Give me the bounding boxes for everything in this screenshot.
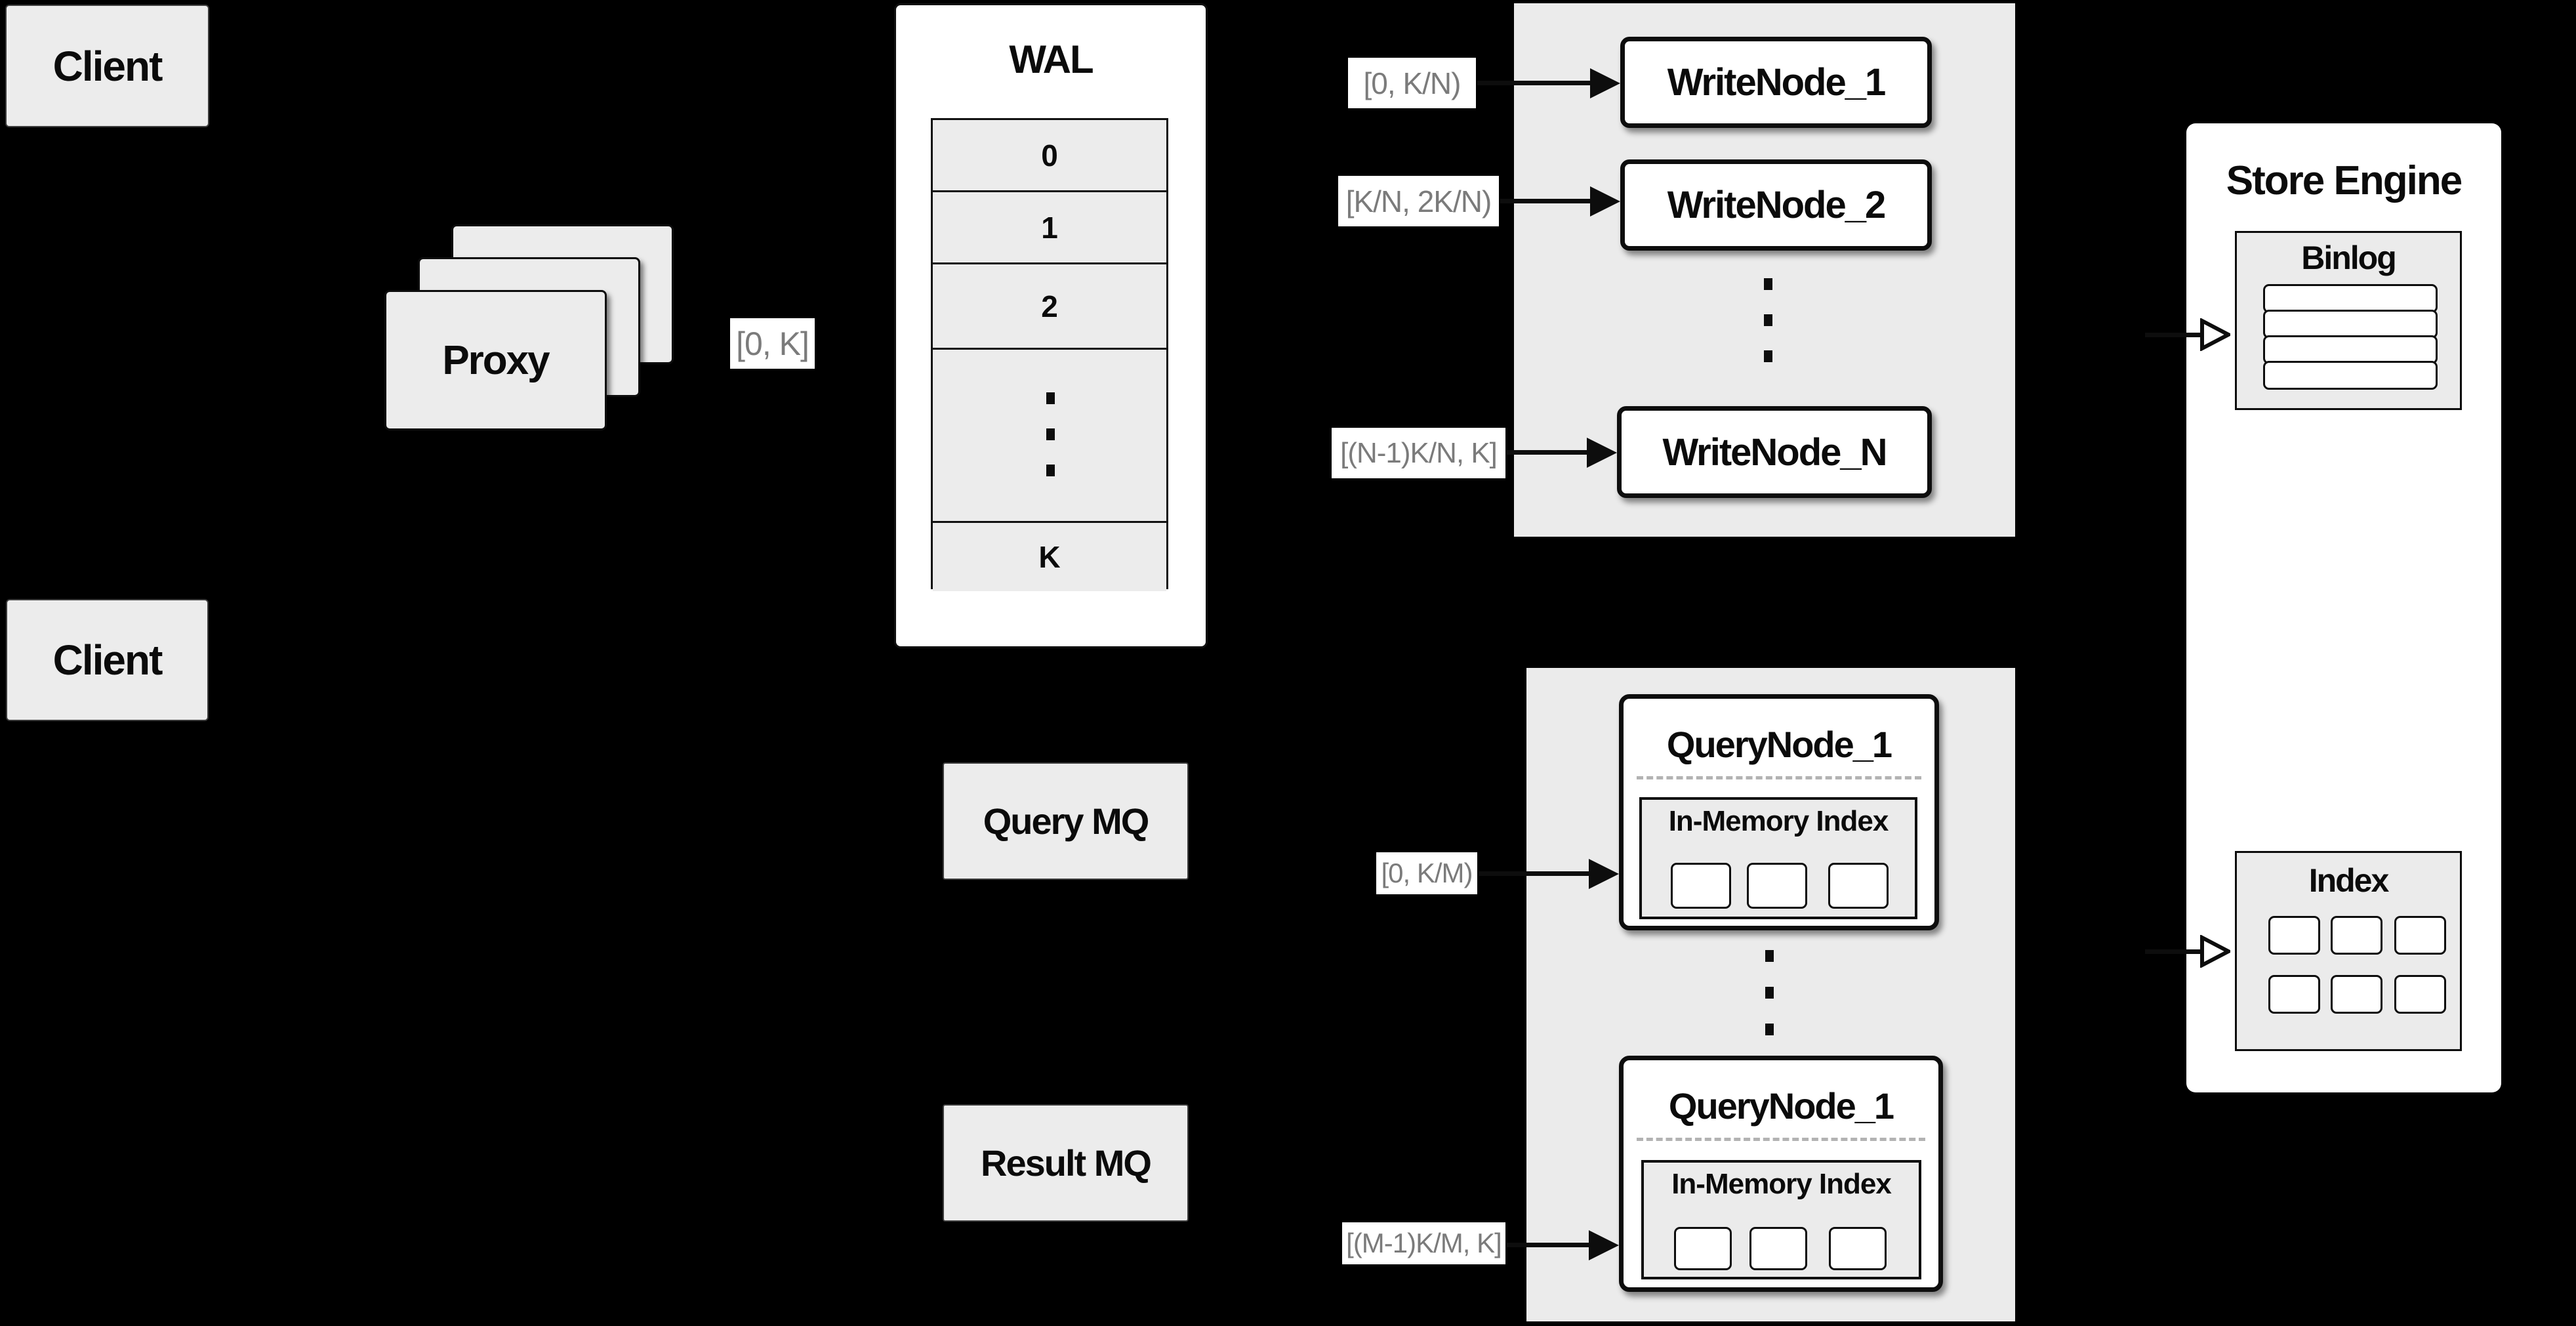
index-segment-cell (1828, 863, 1889, 909)
wal-row: 2 (933, 262, 1166, 348)
result-mq-label: Result MQ (981, 1142, 1152, 1184)
arrow-to-write-node-2 (1500, 186, 1620, 217)
wal-row: 0 (933, 120, 1166, 190)
arrow-to-write-node-1 (1477, 68, 1620, 98)
index-cell (2394, 975, 2446, 1014)
binlog-title: Binlog (2301, 239, 2397, 276)
binlog-row (2263, 310, 2438, 339)
wal-row-ellipsis (933, 348, 1166, 521)
arrow-to-binlog (2145, 318, 2230, 351)
result-mq-box: Result MQ (943, 1104, 1189, 1222)
query-node-2-box: QueryNode_1 In-Memory Index (1619, 1056, 1943, 1292)
write-node-n-box: WriteNode_N (1617, 406, 1932, 498)
dashed-divider (1637, 776, 1921, 779)
range-label-write-1: [0, K/N) (1348, 58, 1476, 108)
wal-row: 1 (933, 190, 1166, 262)
range-label-write-2: [K/N, 2K/N) (1338, 176, 1499, 226)
ellipsis-dot (1046, 465, 1055, 476)
index-segment-cell (1749, 1227, 1807, 1270)
range-label-query-2: [(M-1)K/M, K] (1342, 1222, 1505, 1264)
client-box-bottom: Client (6, 599, 209, 721)
index-segment-cell (1747, 863, 1807, 909)
index-title-wrap: Index (2237, 860, 2460, 901)
dashed-divider (1637, 1138, 1925, 1141)
query-node-1-title: QueryNode_1 (1666, 723, 1892, 765)
arrow-to-index (2145, 935, 2230, 968)
write-node-2-label: WriteNode_2 (1667, 184, 1886, 226)
index-segment-cell (1674, 1227, 1732, 1270)
in-memory-index-2-title: In-Memory Index (1671, 1168, 1892, 1200)
index-box: Index (2235, 851, 2462, 1051)
ellipsis-dot (1046, 392, 1055, 404)
query-node-1-box: QueryNode_1 In-Memory Index (1619, 694, 1939, 930)
arrow-to-query-node-2 (1507, 1230, 1619, 1260)
arrow-to-write-node-n (1506, 438, 1617, 468)
store-engine-title: Store Engine (2226, 157, 2463, 203)
index-segment-cell (1671, 863, 1731, 909)
wal-title-wrap: WAL (896, 33, 1206, 85)
binlog-row (2263, 284, 2438, 313)
query-node-2-title-wrap: QueryNode_1 (1624, 1077, 1938, 1134)
query-mq-label: Query MQ (983, 800, 1150, 842)
ellipsis-dot (1765, 950, 1774, 962)
client-bottom-label: Client (52, 636, 163, 684)
in-memory-index-box-2: In-Memory Index (1641, 1160, 1921, 1279)
range-label-query-1: [0, K/M) (1376, 852, 1477, 894)
query-node-1-title-wrap: QueryNode_1 (1624, 716, 1934, 772)
wal-row: K (933, 521, 1166, 591)
ellipsis-dot (1046, 428, 1055, 440)
store-engine-title-wrap: Store Engine (2186, 151, 2501, 210)
binlog-row (2263, 335, 2438, 364)
index-cell (2331, 916, 2382, 955)
proxy-label: Proxy (442, 337, 550, 383)
range-label-proxy-to-wal: [0, K] (730, 318, 815, 369)
wal-title: WAL (1009, 37, 1094, 81)
range-label-write-n: [(N-1)K/N, K] (1332, 428, 1505, 478)
index-cell (2268, 916, 2320, 955)
index-cell (2394, 916, 2446, 955)
write-node-1-label: WriteNode_1 (1667, 61, 1886, 104)
write-node-1-box: WriteNode_1 (1620, 37, 1932, 128)
wal-segment-table: 0 1 2 K (931, 118, 1168, 591)
ellipsis-dot (1764, 350, 1772, 362)
index-cell (2331, 975, 2382, 1014)
ellipsis-dot (1765, 1024, 1774, 1035)
in-memory-index-title-wrap: In-Memory Index (1642, 802, 1915, 840)
proxy-card-front: Proxy (384, 290, 607, 430)
ellipsis-dot (1764, 278, 1772, 290)
in-memory-index-title-wrap: In-Memory Index (1644, 1165, 1919, 1203)
binlog-title-wrap: Binlog (2237, 237, 2460, 279)
store-engine-panel: Store Engine Binlog Index (2186, 123, 2501, 1092)
write-node-2-box: WriteNode_2 (1620, 159, 1932, 251)
query-node-2-title: QueryNode_1 (1668, 1085, 1894, 1127)
query-mq-box: Query MQ (943, 762, 1189, 880)
index-segment-cell (1829, 1227, 1887, 1270)
binlog-box: Binlog (2235, 231, 2462, 410)
ellipsis-dot (1764, 314, 1772, 326)
client-box-top: Client (5, 5, 209, 127)
wal-panel: WAL 0 1 2 K (894, 3, 1208, 648)
index-title: Index (2308, 862, 2390, 899)
in-memory-index-1-title: In-Memory Index (1668, 805, 1889, 837)
write-node-n-label: WriteNode_N (1662, 430, 1887, 474)
ellipsis-dot (1765, 987, 1774, 999)
client-top-label: Client (52, 42, 163, 90)
arrow-to-query-node-1 (1479, 859, 1619, 889)
index-cell (2268, 975, 2320, 1014)
in-memory-index-box-1: In-Memory Index (1639, 797, 1917, 919)
binlog-row (2263, 361, 2438, 390)
